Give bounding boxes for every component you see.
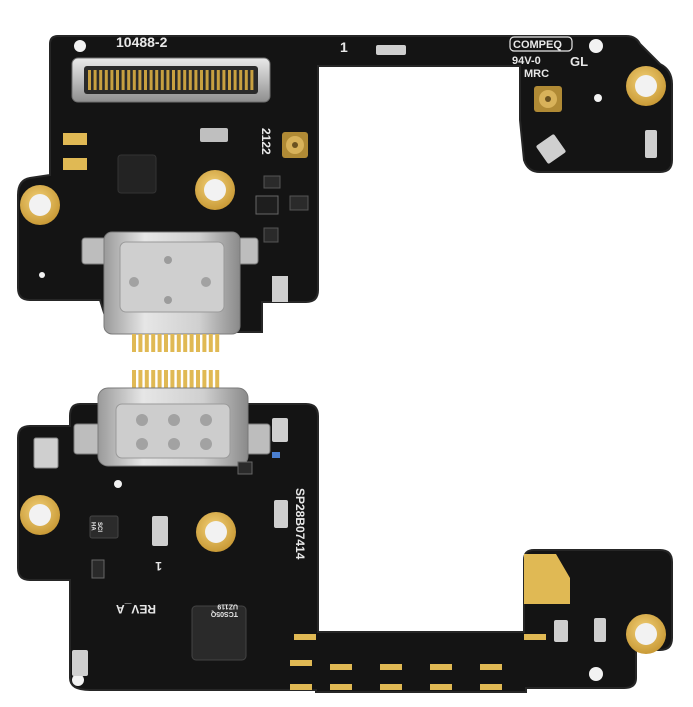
ic-chip	[117, 154, 157, 194]
usb-c-port-bottom	[73, 387, 271, 467]
bottom-board: SCIHA TCS05QUZ119 SP28B07414 REV_A 1	[17, 370, 673, 693]
silk-revision: REV_A	[116, 602, 156, 616]
rf-coax-connector	[534, 86, 562, 112]
gold-fingers-bottom	[132, 370, 220, 388]
silk-mrc: MRC	[524, 68, 549, 80]
silk-brand: COMPEQ	[513, 39, 562, 51]
ic-chip-small: SCIHA	[89, 515, 119, 539]
silk-part-number: 10488-2	[116, 34, 168, 50]
svg-text:TCS05QUZ119: TCS05QUZ119	[210, 602, 238, 617]
silk-rating: 94V-0	[512, 55, 541, 67]
edge-contacts	[290, 634, 546, 690]
ic-chip-main: TCS05QUZ119	[191, 602, 247, 661]
silk-pin-one: 1	[155, 559, 162, 573]
rf-coax-connector	[282, 132, 308, 158]
silk-serial: SP28B07414	[293, 488, 307, 560]
silk-pin-one: 1	[340, 39, 348, 55]
silk-gl: GL	[570, 54, 588, 69]
usb-c-port-top	[81, 231, 259, 335]
silk-date-code: 2122	[259, 128, 273, 155]
antenna-pad	[524, 554, 570, 604]
svg-text:SCIHA: SCIHA	[89, 522, 102, 532]
top-board: 10488-2 1 COMPEQ 94V-0 MRC GL 2122	[17, 34, 673, 352]
btb-connector	[71, 57, 271, 103]
gold-fingers-top	[132, 334, 220, 352]
